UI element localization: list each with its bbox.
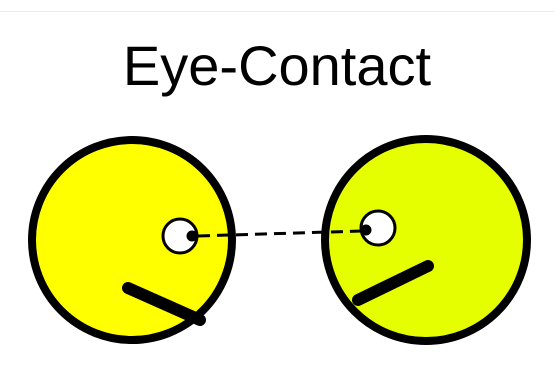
left-face <box>32 140 232 340</box>
right-eye-pupil <box>361 225 372 236</box>
right-face-eye <box>361 211 396 245</box>
left-eye-pupil <box>187 231 198 242</box>
left-face-eye <box>163 219 198 253</box>
right-face <box>325 139 527 341</box>
right-face-head <box>325 139 527 341</box>
left-face-head <box>32 140 232 340</box>
